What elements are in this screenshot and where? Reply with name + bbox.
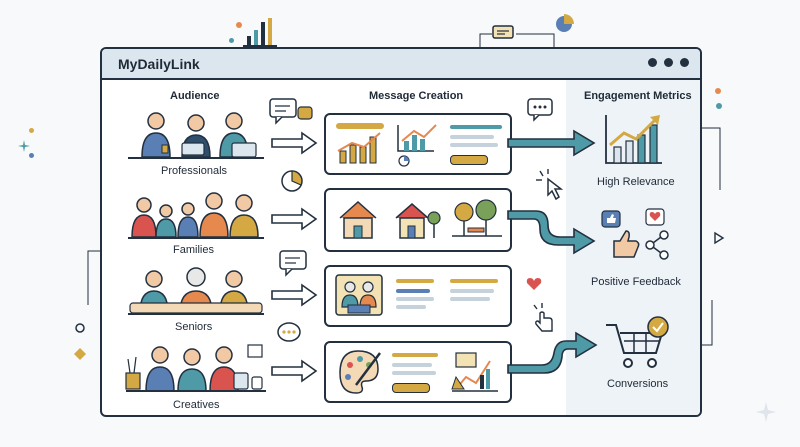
audience-heading: Audience [170,90,220,102]
chat-dots-icon [277,322,301,342]
decor-dot [236,22,242,28]
flow-arrow [271,283,318,307]
connector-lines-right [698,127,721,346]
trend-chart-icon [605,115,662,164]
window-control-dot[interactable] [680,58,689,67]
metric-label: Conversions [607,378,669,390]
message-card-families[interactable] [324,188,512,252]
shopping-cart-icon [606,316,669,368]
seniors-illustration [128,267,264,315]
house-icon [339,200,377,239]
audience-label: Families [173,244,214,256]
text-line [392,363,432,367]
bar-chart-icon [336,123,384,164]
message-card-creatives[interactable] [324,341,512,403]
connector-lines-top [479,33,555,50]
app-title: MyDailyLink [118,56,200,72]
play-triangle-icon [714,231,725,245]
metric-label: Positive Feedback [591,276,681,288]
cursor-click-icon [536,169,564,201]
audience-label: Creatives [173,399,220,411]
flow-arrow [271,359,318,383]
pie-chart-icon [281,170,303,192]
flow-arrow-curved [507,331,598,374]
metrics-heading: Engagement Metrics [584,90,692,102]
families-illustration [128,192,264,239]
speech-bubble-icon [269,98,313,125]
text-line [396,289,430,293]
document-icon [492,25,514,39]
professionals-illustration [128,112,264,159]
house-icon [395,203,441,239]
palette-icon [339,350,381,394]
message-heading: Message Creation [369,90,464,102]
decor-dot [715,88,721,94]
flow-arrow-bold [507,129,596,157]
text-line [450,125,502,129]
window-control-dot[interactable] [648,58,657,67]
metric-label: High Relevance [597,176,675,188]
text-line [450,135,494,139]
park-icon [452,199,502,237]
hand-pointer-icon [533,303,553,332]
pie-chart-icon [556,14,574,32]
message-card-seniors[interactable] [324,265,512,327]
app-window: MyDailyLink Audience Message Creation En… [100,47,702,417]
connector-lines-left [87,250,100,305]
seniors-photo-icon [335,274,383,316]
line-chart-icon [397,124,437,167]
bar-chart-icon [243,18,277,47]
node-icon [74,323,86,360]
text-line [450,297,490,301]
text-line [392,353,438,357]
flow-arrow [271,207,318,231]
social-feedback-icon [601,208,669,260]
decor-dot [229,38,234,43]
sparkle-icon [18,140,30,152]
flow-arrow-curved [507,210,596,255]
title-bar: MyDailyLink [102,49,700,80]
chart-document-icon [451,352,498,392]
cta-pill[interactable] [450,155,488,165]
text-line [450,279,498,283]
creatives-illustration [125,344,266,392]
audience-label: Professionals [161,165,228,177]
text-line [396,297,434,301]
text-line [392,371,436,375]
heart-icon [526,278,542,290]
text-line [450,143,498,147]
sparkle-icon [756,402,776,422]
message-card-professionals[interactable] [324,113,512,175]
decor-dot [29,153,34,158]
text-line [396,305,426,309]
text-line [450,289,494,293]
chat-dots-icon [527,98,553,122]
decor-dot [29,128,34,133]
window-control-dot[interactable] [664,58,673,67]
text-line [396,279,434,283]
audience-label: Seniors [175,321,213,333]
decor-dot [716,103,722,109]
flow-arrow [271,131,318,155]
cta-pill[interactable] [392,383,430,393]
speech-bubble-icon [279,250,307,277]
